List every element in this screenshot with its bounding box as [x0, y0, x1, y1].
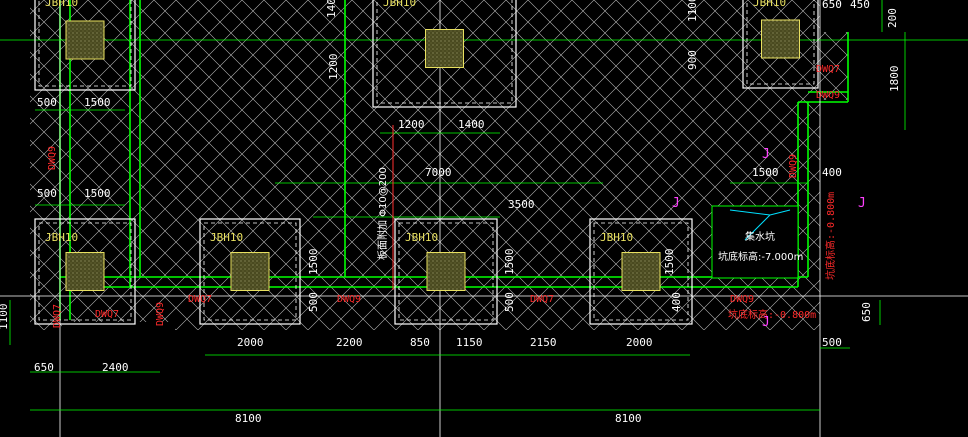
- top-dimension-texts: 1400 1200 1100 900 650 450 200 1800 1200…: [325, 0, 901, 131]
- svg-text:400: 400: [670, 292, 683, 312]
- svg-text:DWQ7: DWQ7: [816, 64, 840, 75]
- svg-text:1500: 1500: [84, 96, 111, 109]
- raft-slab-hatch: [30, 0, 848, 330]
- svg-text:J: J: [858, 196, 866, 211]
- svg-text:J: J: [762, 147, 770, 162]
- svg-text:1800: 1800: [888, 66, 901, 93]
- pile-cap-label: JBH10: [383, 0, 416, 9]
- svg-text:500: 500: [822, 336, 842, 349]
- svg-text:1200: 1200: [327, 54, 340, 81]
- svg-text:DWQ7: DWQ7: [52, 304, 63, 328]
- svg-text:1400: 1400: [325, 0, 338, 18]
- svg-text:650: 650: [34, 361, 54, 374]
- svg-text:500: 500: [503, 292, 516, 312]
- sump-elevation: 坑底标高:-7.000m: [718, 250, 803, 263]
- svg-text:J: J: [672, 196, 680, 211]
- mid-dimension-texts: 7000 3500 1500 400: [425, 166, 842, 211]
- pile-cap-label: JBH10: [45, 0, 78, 9]
- left-dimension-texts: 500 1500 500 1500 1100: [0, 96, 111, 330]
- svg-text:DWQ9: DWQ9: [47, 146, 58, 170]
- pile-cap-label: JBH10: [600, 231, 633, 244]
- svg-text:1200: 1200: [398, 118, 425, 131]
- pile-core: [426, 252, 466, 291]
- pile-cap-label: JBH10: [45, 231, 78, 244]
- dimension-lines: [9, 0, 906, 411]
- svg-text:2150: 2150: [530, 336, 557, 349]
- svg-text:1400: 1400: [458, 118, 485, 131]
- svg-text:850: 850: [410, 336, 430, 349]
- svg-text:650: 650: [860, 302, 873, 322]
- svg-text:650: 650: [822, 0, 842, 11]
- svg-text:500: 500: [37, 187, 57, 200]
- svg-text:8100: 8100: [615, 412, 642, 425]
- pile-core: [425, 29, 464, 68]
- svg-text:1500: 1500: [663, 249, 676, 276]
- svg-text:J: J: [762, 315, 770, 330]
- sump-pit: 集水坑 坑底标高:-7.000m: [711, 205, 803, 279]
- row-dimension-texts: 650 2400 2000 2200 850 1150 2150 2000 50…: [34, 336, 842, 374]
- sump-title: 集水坑: [745, 230, 775, 243]
- svg-text:500: 500: [307, 292, 320, 312]
- svg-text:DWQ9: DWQ9: [155, 302, 166, 326]
- pile-core: [621, 252, 661, 291]
- svg-text:400: 400: [822, 166, 842, 179]
- svg-text:500: 500: [37, 96, 57, 109]
- svg-text:1150: 1150: [456, 336, 483, 349]
- svg-text:1500: 1500: [752, 166, 779, 179]
- bottom-dimension-texts: 8100 8100: [235, 412, 642, 425]
- pile-cap: JBH10: [394, 218, 498, 325]
- svg-text:1100: 1100: [0, 304, 10, 331]
- elevation-label-right: 坑底标高:-0.800m: [824, 192, 837, 280]
- svg-text:1100: 1100: [686, 0, 699, 22]
- svg-text:1500: 1500: [307, 249, 320, 276]
- rebar-annotation: 板面附加 Φ10@200: [376, 167, 389, 260]
- pile-cap-label: JBH10: [405, 231, 438, 244]
- svg-text:DWQ9: DWQ9: [337, 294, 361, 305]
- svg-text:DWQ9: DWQ9: [788, 154, 799, 178]
- svg-text:2400: 2400: [102, 361, 129, 374]
- pile-cap: JBH10: [372, 0, 517, 108]
- elevation-label-bottom: 坑底标高:-0.800m: [728, 308, 816, 321]
- pile-core: [761, 19, 800, 59]
- pile-dimension-texts: 1500 500 1500 500 1500 400 650: [307, 249, 873, 323]
- svg-text:DWQ7: DWQ7: [188, 294, 212, 305]
- pile-cap-label: JBH10: [210, 231, 243, 244]
- pile-cap-label: JBH10: [753, 0, 786, 9]
- svg-text:200: 200: [886, 8, 899, 28]
- pile-core: [230, 252, 270, 291]
- svg-text:8100: 8100: [235, 412, 262, 425]
- svg-text:7000: 7000: [425, 166, 452, 179]
- svg-text:DWQ7: DWQ7: [530, 294, 554, 305]
- svg-text:1500: 1500: [503, 249, 516, 276]
- svg-text:450: 450: [850, 0, 870, 11]
- svg-text:2000: 2000: [626, 336, 653, 349]
- pile-cap: JBH10: [34, 0, 136, 91]
- svg-text:900: 900: [686, 50, 699, 70]
- svg-text:DWQ9: DWQ9: [816, 90, 840, 101]
- pile-core: [65, 252, 105, 291]
- svg-text:DWQ7: DWQ7: [95, 309, 119, 320]
- pile-cap: JBH10: [742, 0, 819, 89]
- svg-text:2200: 2200: [336, 336, 363, 349]
- svg-text:1500: 1500: [84, 187, 111, 200]
- svg-text:DWQ9: DWQ9: [730, 294, 754, 305]
- svg-text:2000: 2000: [237, 336, 264, 349]
- section-marks: J J J J: [672, 147, 866, 330]
- svg-text:3500: 3500: [508, 198, 535, 211]
- pile-cap: JBH10: [199, 218, 301, 325]
- wall-tags: DWQ9 DWQ7 DWQ7 DWQ9 DWQ7 DWQ9 DWQ7 DWQ9 …: [47, 64, 840, 328]
- pile-cap: JBH10: [589, 218, 693, 325]
- pile-core: [65, 20, 105, 60]
- pile-cap: JBH10: [34, 218, 136, 325]
